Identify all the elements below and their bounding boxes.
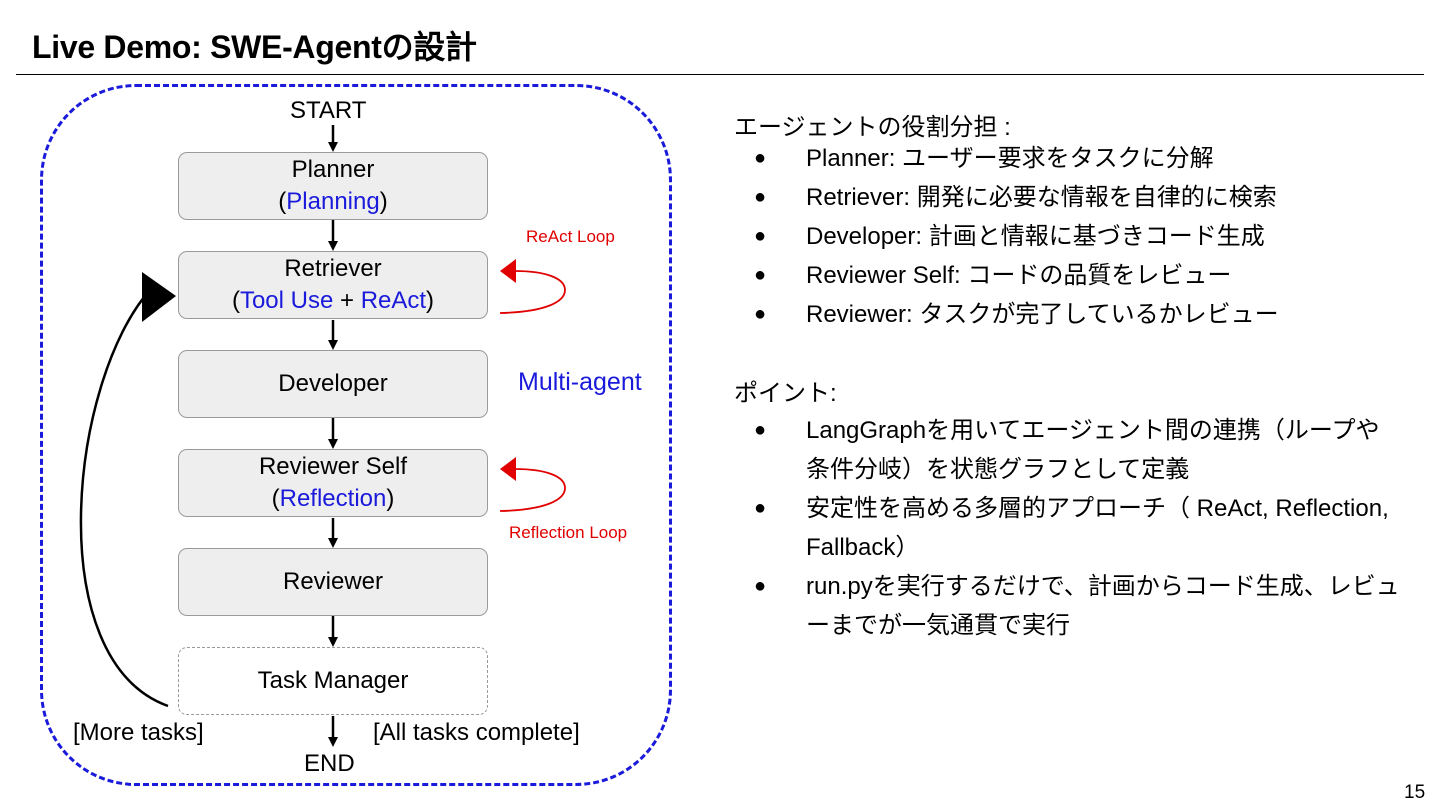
list-item: ● run.pyを実行するだけで、計画からコード生成、レビューまでが一気通貫で実行	[752, 567, 1402, 645]
points-heading: ポイント:	[734, 380, 837, 407]
developer-name: Developer	[278, 370, 388, 397]
page-number: 15	[1404, 782, 1426, 803]
react-loop-label: ReAct Loop	[526, 227, 615, 246]
reflection-technique: Reflection	[279, 485, 387, 512]
retriever-subtitle: (Tool Use + ReAct)	[231, 287, 435, 314]
task-manager-name: Task Manager	[257, 667, 409, 694]
role-description: 計画と情報に基づきコード生成	[922, 223, 1265, 250]
role-name: Reviewer Self:	[806, 262, 961, 289]
role-description: 開発に必要な情報を自律的に検索	[910, 184, 1277, 211]
retriever-subtitle-joiner: +	[333, 287, 361, 314]
point-text: run.pyを実行するだけで、計画からコード生成、レビューまでが一気通貫で実行	[806, 573, 1400, 639]
list-item: ● Reviewer: タスクが完了しているかレビュー	[752, 295, 1402, 334]
role-name: Planner:	[806, 145, 896, 172]
bullet-icon: ●	[754, 575, 767, 597]
react-technique: ReAct	[360, 287, 427, 314]
all-tasks-complete-label: [All tasks complete]	[373, 719, 580, 746]
bullet-icon: ●	[754, 264, 767, 286]
roles-heading: エージェントの役割分担 :	[734, 114, 1011, 141]
bullet-icon: ●	[754, 147, 767, 169]
list-item: ● 安定性を高める多層的アプローチ（ ReAct, Reflection, Fal…	[752, 489, 1402, 567]
multi-agent-boundary	[40, 84, 672, 786]
role-description: ユーザー要求をタスクに分解	[895, 145, 1214, 172]
bullet-icon: ●	[754, 497, 767, 519]
role-name: Retriever:	[806, 184, 911, 211]
bullet-icon: ●	[754, 419, 767, 441]
more-tasks-label: [More tasks]	[73, 719, 204, 746]
reviewer-self-name: Reviewer Self	[258, 453, 408, 480]
list-item: ● Developer: 計画と情報に基づきコード生成	[752, 217, 1402, 256]
retriever-node: Retriever (Tool Use + ReAct)	[178, 251, 488, 319]
point-text: 安定性を高める多層的アプローチ（ ReAct, Reflection, Fall…	[806, 495, 1389, 561]
more-tasks-loop	[79, 289, 169, 708]
role-description: コードの品質をレビュー	[960, 262, 1232, 289]
list-item: ● Retriever: 開発に必要な情報を自律的に検索	[752, 178, 1402, 217]
title-divider	[16, 74, 1424, 75]
react-loop-arrowhead	[500, 259, 516, 283]
start-label: START	[290, 97, 367, 124]
reviewer-self-node: Reviewer Self (Reflection)	[178, 449, 488, 517]
bullet-icon: ●	[754, 186, 767, 208]
point-text: LangGraphを用いてエージェント間の連携（ループや条件分岐）を状態グラフと…	[806, 417, 1380, 483]
reflection-loop-label: Reflection Loop	[509, 523, 628, 542]
role-name: Reviewer:	[806, 301, 913, 328]
role-description: タスクが完了しているかレビュー	[912, 301, 1279, 328]
retriever-name: Retriever	[284, 255, 382, 282]
bullet-icon: ●	[754, 303, 767, 325]
multi-agent-label: Multi-agent	[518, 368, 642, 396]
task-manager-node: Task Manager	[178, 647, 488, 715]
reflection-loop-arrow	[499, 468, 566, 512]
more-tasks-arrowhead	[142, 272, 176, 322]
slide-title: Live Demo: SWE-Agentの設計	[32, 29, 477, 65]
points-list: ● LangGraphを用いてエージェント間の連携（ループや条件分岐）を状態グラフ…	[752, 411, 1402, 645]
roles-list: ● Planner: ユーザー要求をタスクに分解 ● Retriever: 開発に必…	[752, 139, 1402, 334]
role-name: Developer:	[806, 223, 923, 250]
planning-technique: Planning	[286, 188, 380, 215]
end-label: END	[304, 750, 355, 777]
reviewer-self-subtitle: (Reflection)	[271, 485, 395, 512]
reflection-loop-arrowhead	[500, 457, 516, 481]
list-item: ● Reviewer Self: コードの品質をレビュー	[752, 256, 1402, 295]
planner-name: Planner	[291, 156, 375, 183]
reviewer-name: Reviewer	[282, 568, 384, 595]
react-loop-arrow	[499, 270, 566, 314]
bullet-icon: ●	[754, 225, 767, 247]
developer-node: Developer	[178, 350, 488, 418]
planner-node: Planner (Planning)	[178, 152, 488, 220]
planner-subtitle: (Planning)	[278, 188, 388, 215]
reviewer-node: Reviewer	[178, 548, 488, 616]
list-item: ● LangGraphを用いてエージェント間の連携（ループや条件分岐）を状態グラフ…	[752, 411, 1402, 489]
tool-use-technique: Tool Use	[239, 287, 334, 314]
list-item: ● Planner: ユーザー要求をタスクに分解	[752, 139, 1402, 178]
